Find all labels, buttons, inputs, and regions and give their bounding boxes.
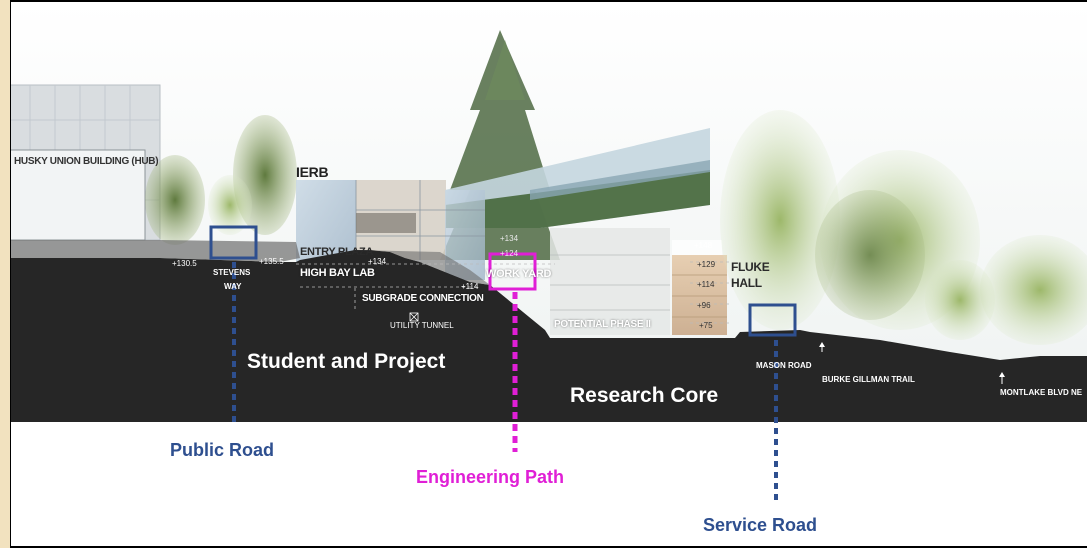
- elevation-label: +96: [697, 301, 711, 310]
- utility-tunnel-icon: [409, 312, 419, 322]
- elevation-label: +134: [368, 257, 387, 266]
- label-stevens: STEVENS: [213, 268, 251, 277]
- label-way: WAY: [224, 282, 242, 291]
- elevation-label: +129: [697, 260, 716, 269]
- label-entry-plaza: ENTRY PLAZA: [300, 246, 374, 258]
- label-utility-tunnel: UTILITY TUNNEL: [390, 321, 454, 330]
- zone-student-project: Student and Project: [247, 350, 446, 373]
- frame-left-border: [0, 0, 11, 548]
- frame-bottom-border: [0, 546, 1087, 548]
- frame-top-border: [0, 0, 1087, 2]
- elevation-label: +114: [461, 282, 479, 291]
- engineering-path-marker: [488, 252, 537, 452]
- elevation-label: +75: [699, 321, 713, 330]
- label-ierb: IERB: [296, 164, 329, 180]
- zone-research-core: Research Core: [570, 384, 719, 407]
- elevation-label: +124: [500, 249, 519, 258]
- label-montlake: MONTLAKE BLVD NE: [1000, 388, 1083, 397]
- public-road-marker: [209, 225, 258, 423]
- elevation-label: +135.5: [259, 257, 284, 266]
- elevation-label: +148: [694, 241, 713, 250]
- elevation-label: +130.5: [172, 259, 197, 268]
- label-potential-phase: POTENTIAL PHASE II: [554, 319, 651, 330]
- level-lines: [296, 261, 730, 324]
- callout-engineering-path: Engineering Path: [416, 467, 565, 487]
- trees-right: [720, 110, 1087, 345]
- trees-left: [145, 115, 297, 245]
- elevation-label: +114: [697, 280, 715, 289]
- label-work-yard: WORK YARD: [486, 268, 552, 280]
- lake-view-panel: [445, 128, 710, 228]
- label-hub: HUSKY UNION BUILDING (HUB): [14, 156, 159, 167]
- elevation-label: +134: [500, 234, 519, 243]
- fluke-hall-building: [672, 255, 727, 335]
- hub-building: [9, 84, 161, 241]
- label-fluke: FLUKE: [731, 260, 770, 274]
- callout-service-road: Service Road: [703, 515, 818, 535]
- service-road-marker: [748, 303, 797, 500]
- label-mason-road: MASON ROAD: [756, 361, 812, 370]
- label-hall: HALL: [731, 276, 762, 290]
- label-subgrade-connection: SUBGRADE CONNECTION: [362, 293, 484, 304]
- ground-section: [10, 250, 1087, 422]
- label-burke-gilman: BURKE GILLMAN TRAIL: [822, 375, 915, 384]
- label-high-bay-lab: HIGH BAY LAB: [300, 267, 375, 279]
- callout-public-road: Public Road: [170, 440, 275, 460]
